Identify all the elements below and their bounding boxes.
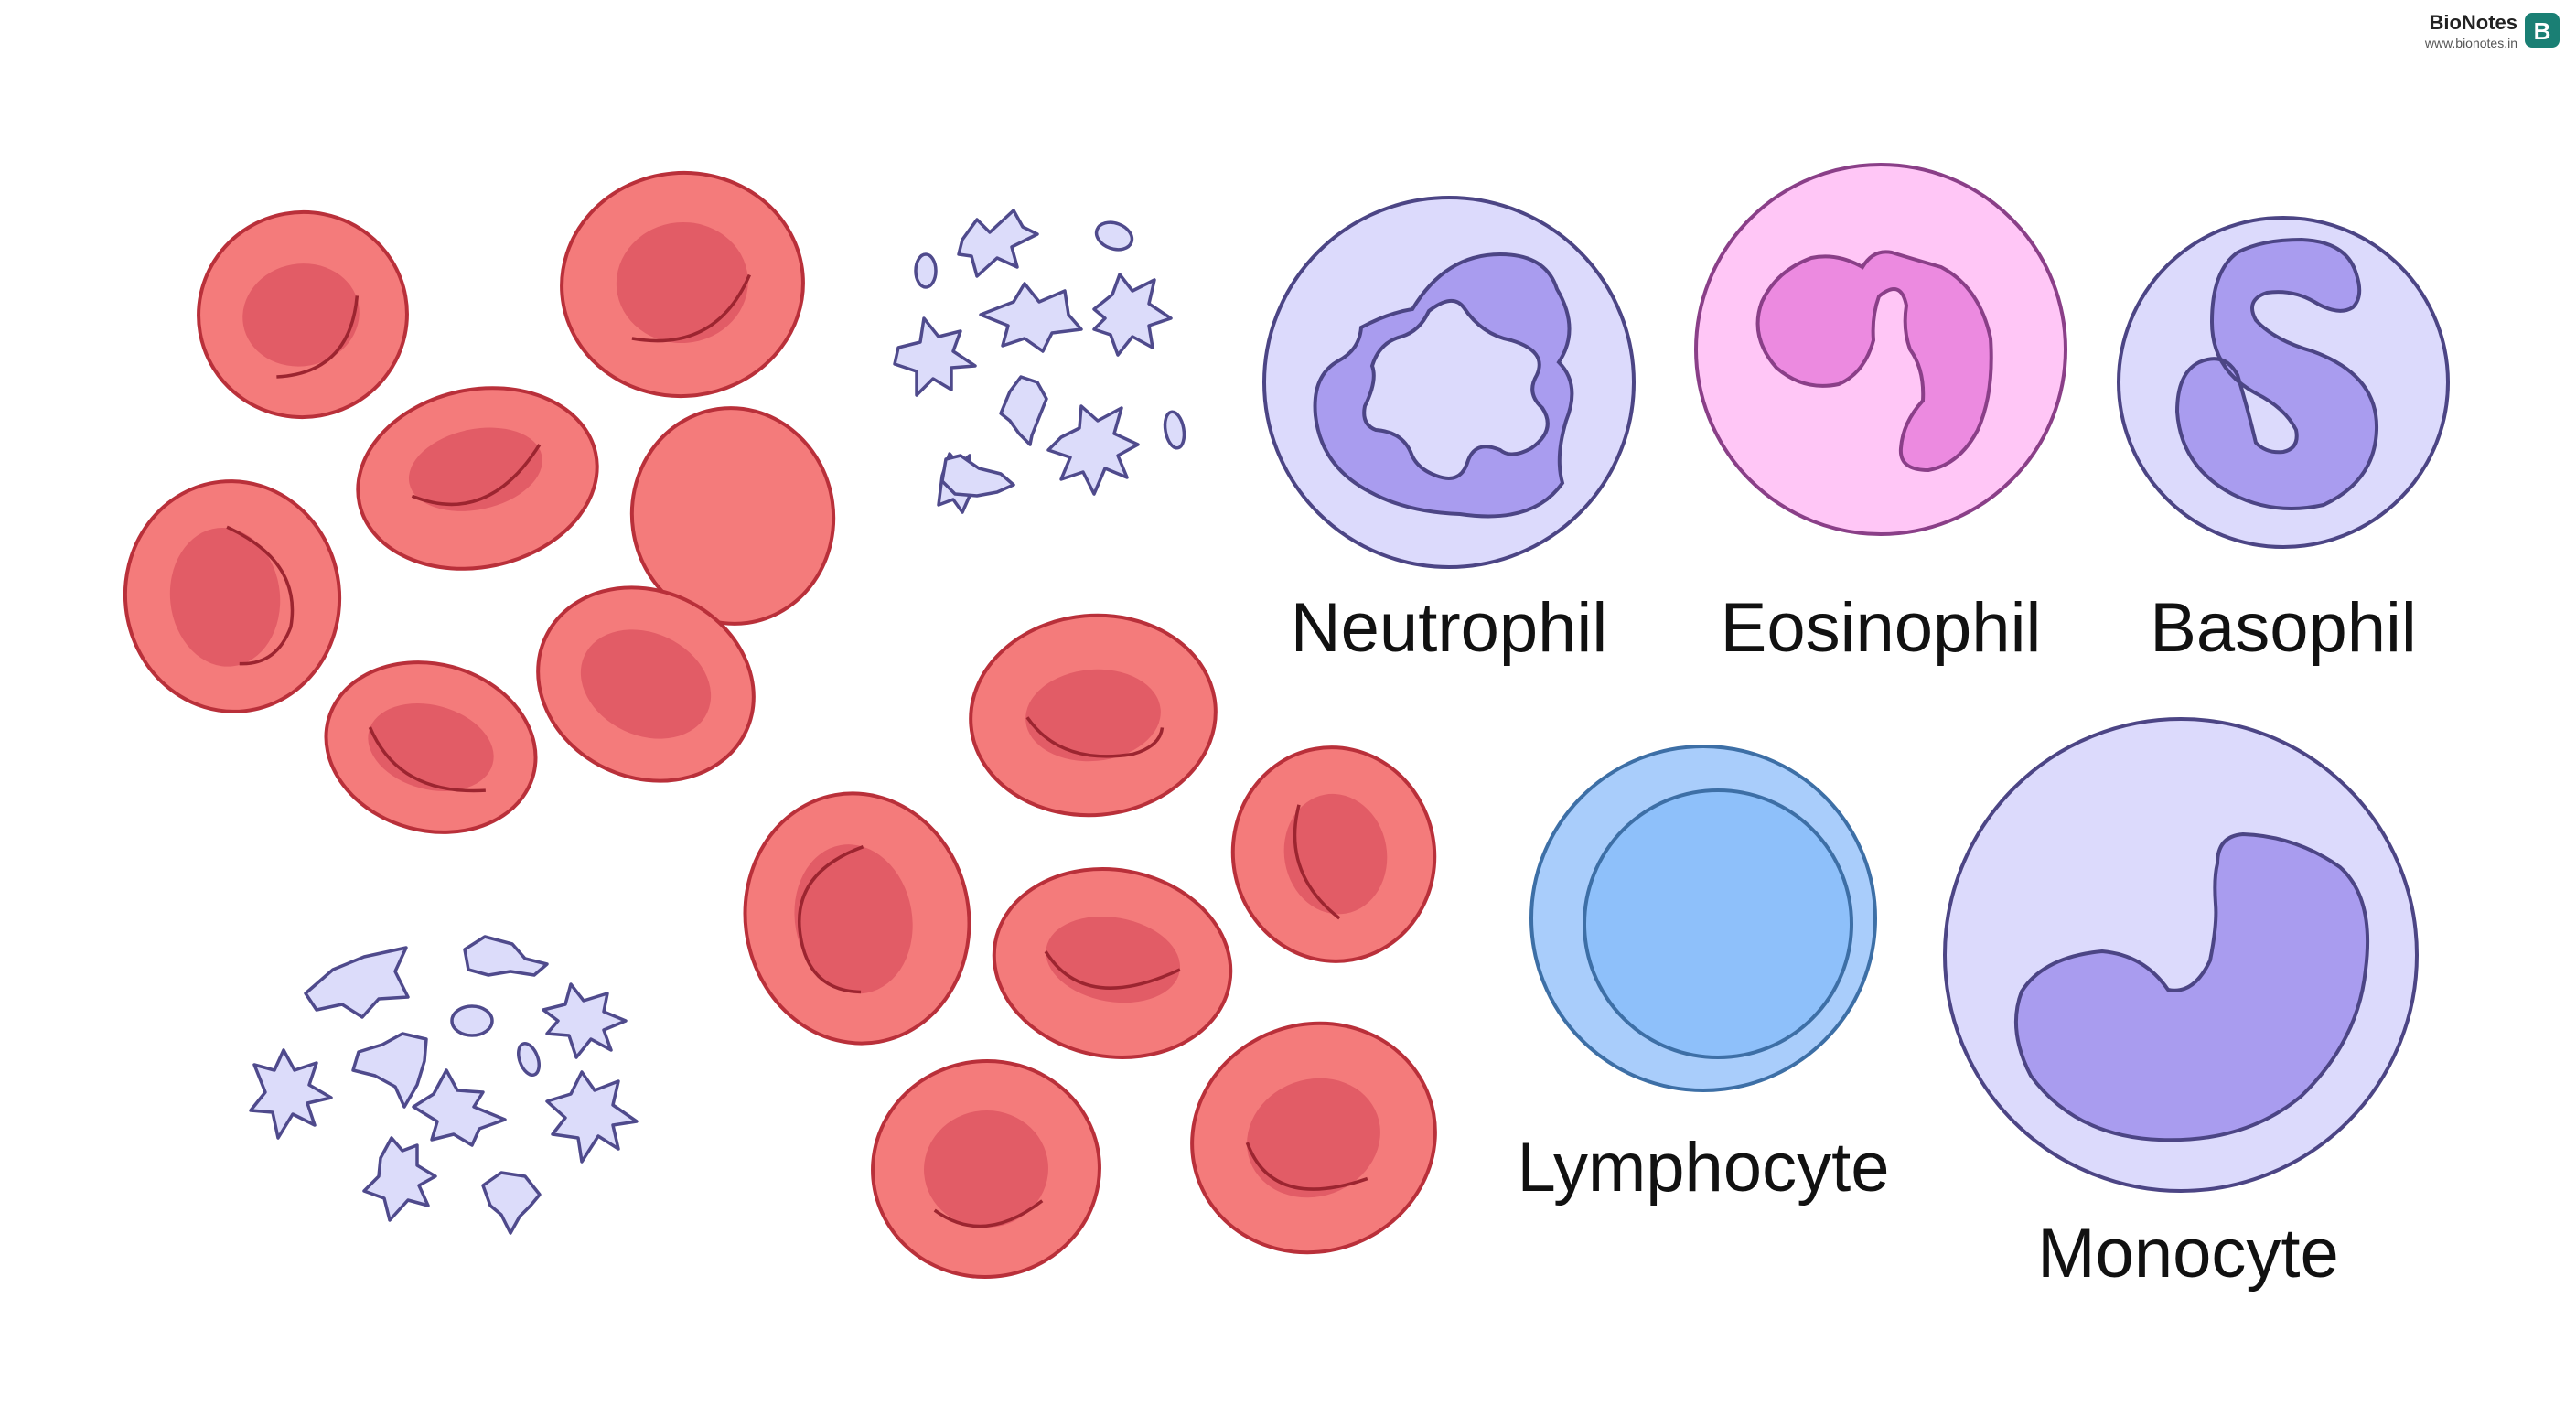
lymphocyte-nucleus	[1583, 788, 1853, 1059]
monocyte-cell	[1943, 717, 2419, 1193]
platelet	[351, 1032, 428, 1109]
red-blood-cell	[992, 867, 1233, 1059]
platelet	[249, 1048, 333, 1140]
platelet	[304, 946, 410, 1019]
red-blood-cell	[324, 660, 538, 834]
basophil-nucleus	[2174, 237, 2379, 510]
platelet	[542, 982, 628, 1059]
red-blood-cell	[629, 406, 836, 626]
platelet	[999, 375, 1048, 446]
neutrophil-cell	[1262, 196, 1636, 569]
platelet	[463, 935, 549, 977]
basophil-cell	[2117, 216, 2450, 549]
brand-logo-icon	[2525, 13, 2560, 48]
brand-name: BioNotes	[2429, 11, 2517, 34]
platelet	[1094, 220, 1134, 252]
platelet	[979, 282, 1083, 353]
red-blood-cell	[871, 1058, 1101, 1280]
label-eosinophil: Eosinophil	[1721, 589, 2042, 667]
platelet	[517, 1041, 541, 1078]
brand-logo-letter: B	[2534, 17, 2551, 45]
brand: BioNotes www.bionotes.in B	[2424, 11, 2560, 50]
platelet	[412, 1068, 507, 1147]
platelet	[1163, 410, 1186, 450]
label-neutrophil: Neutrophil	[1291, 589, 1607, 667]
platelet-cluster-upper	[893, 209, 1186, 514]
platelet	[1092, 273, 1173, 357]
neutrophil-inner-pattern	[1362, 299, 1550, 480]
platelet	[481, 1171, 542, 1235]
label-lymphocyte: Lymphocyte	[1518, 1129, 1890, 1207]
platelet	[893, 316, 977, 397]
eosinophil-nucleus	[1755, 250, 1993, 473]
red-blood-cells	[123, 170, 1437, 1280]
monocyte-nucleus	[2013, 831, 2369, 1142]
platelet	[362, 1136, 437, 1222]
label-basophil: Basophil	[2150, 589, 2417, 667]
lymphocyte-cell	[1530, 745, 1877, 1092]
platelet	[940, 454, 1015, 498]
brand-url: www.bionotes.in	[2424, 36, 2517, 50]
red-blood-cell	[1190, 1021, 1437, 1255]
eosinophil-cell	[1694, 163, 2067, 536]
red-blood-cell	[536, 585, 756, 783]
red-blood-cell	[123, 479, 342, 713]
red-blood-cell	[356, 386, 599, 571]
red-blood-cell	[1230, 745, 1437, 963]
platelet	[450, 1004, 494, 1037]
red-blood-cell	[560, 170, 805, 399]
platelet	[545, 1070, 639, 1164]
platelet-cluster-lower	[249, 935, 639, 1235]
red-blood-cell	[197, 209, 409, 420]
label-monocyte: Monocyte	[2037, 1215, 2339, 1292]
platelet	[1046, 404, 1140, 496]
platelet	[914, 252, 938, 289]
red-blood-cell	[743, 791, 971, 1046]
red-blood-cell	[969, 613, 1218, 818]
platelet	[957, 209, 1039, 278]
